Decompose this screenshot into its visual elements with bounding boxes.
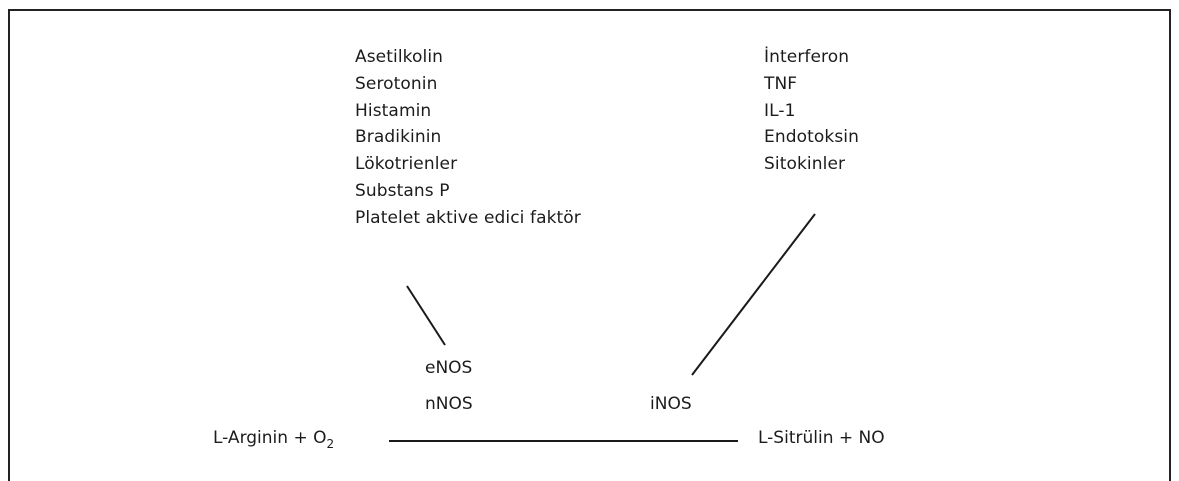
stimulus-endotoxin: Endotoksin xyxy=(764,127,859,148)
stimulus-tnf: TNF xyxy=(764,73,798,94)
reaction-products: L-Sitrülin + NO xyxy=(758,428,885,448)
reaction-reactants: L-Arginin + O2 xyxy=(213,428,335,451)
enzyme-inos: iNOS xyxy=(650,394,692,414)
stimulus-paf: Platelet aktive edici faktör xyxy=(355,207,581,228)
oxygen-subscript: 2 xyxy=(326,437,335,451)
stimulus-acetylcholine: Asetilkolin xyxy=(355,47,444,67)
stimulus-leukotrienes: Lökotrienler xyxy=(355,154,458,175)
frame-top-border xyxy=(8,9,1171,11)
connector-right-to-inos xyxy=(691,213,816,376)
inducible-stimuli-list: İnterferon TNF IL-1 Endotoksin Sitokinle… xyxy=(764,44,859,178)
frame-left-border xyxy=(8,9,10,481)
constitutive-stimuli-list: Asetilkolin Serotonin Histamin Bradikini… xyxy=(355,44,581,232)
connector-left-to-enos xyxy=(406,285,446,346)
stimulus-cytokines: Sitokinler xyxy=(764,154,846,175)
reactant-text: L-Arginin + O xyxy=(213,428,327,448)
frame-right-border xyxy=(1169,9,1171,481)
stimulus-serotonin: Serotonin xyxy=(355,73,438,94)
stimulus-histamine: Histamin xyxy=(355,100,432,121)
stimulus-il-1: IL-1 xyxy=(764,100,796,121)
stimulus-substance-p: Substans P xyxy=(355,180,450,201)
stimulus-bradykinin: Bradikinin xyxy=(355,127,442,148)
enzyme-nnos: nNOS xyxy=(425,394,473,414)
stimulus-interferon: İnterferon xyxy=(764,47,850,67)
enzyme-enos: eNOS xyxy=(425,358,473,378)
